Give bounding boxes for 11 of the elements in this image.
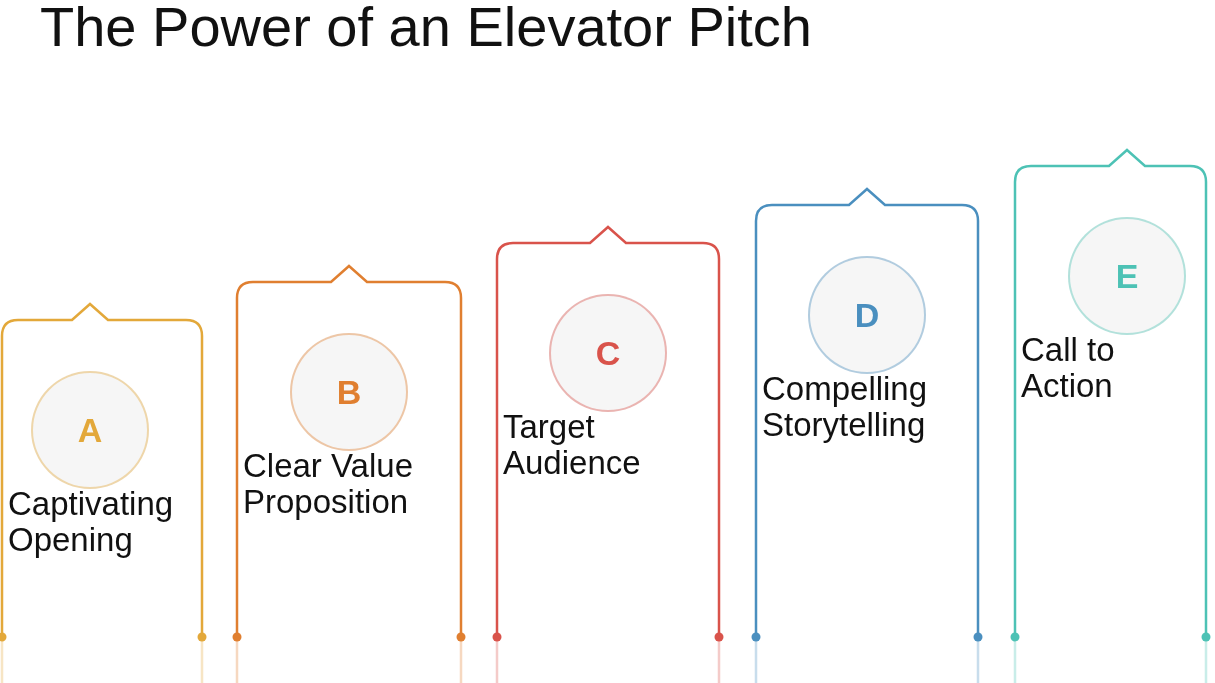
letter-circle: E	[1068, 217, 1186, 335]
step-label: Call to Action	[1021, 332, 1116, 404]
title: The Power of an Elevator Pitch	[40, 0, 812, 59]
letter-circle: C	[549, 294, 667, 412]
step-label: Compelling Storytelling	[762, 371, 929, 443]
step-label: Target Audience	[503, 409, 642, 481]
letter-circle: B	[290, 333, 408, 451]
letter-circle: D	[808, 256, 926, 374]
step-label: Captivating Opening	[8, 486, 175, 558]
letter-circle: A	[31, 371, 149, 489]
step-label: Clear Value Proposition	[243, 448, 414, 520]
